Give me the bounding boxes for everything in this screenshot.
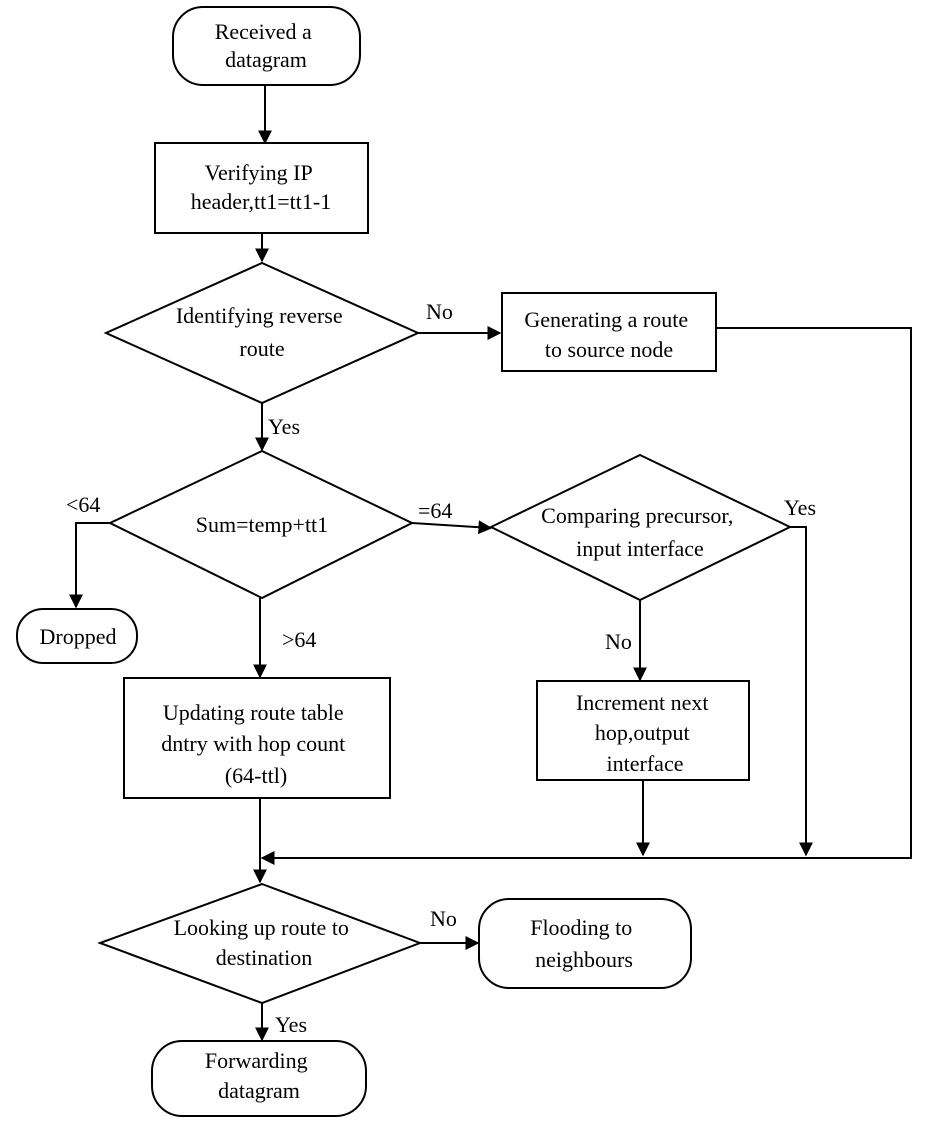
label-identify-no: No — [426, 299, 453, 324]
svg-text:Identifying reverse ro: Identifying reverse route — [176, 303, 348, 361]
node-update-route-table: Updating route table dntry with hop coun… — [123, 677, 391, 799]
svg-text:Verifying IP header,tt: Verifying IP header,tt1=tt1-1 — [191, 160, 331, 214]
edge-sum-eq64-to-compare — [411, 520, 493, 535]
label-sum-eq64: =64 — [418, 498, 452, 523]
label-lookup-no: No — [430, 906, 457, 931]
node-forwarding-datagram: Forwarding datagram — [151, 1040, 367, 1117]
node-generate-route: Generating a route to source node — [501, 292, 717, 372]
svg-text:Generating a route to: Generating a route to source node — [524, 307, 693, 362]
edge-sum-lt64-to-dropped — [69, 522, 110, 609]
node-flooding-neighbours: Flooding to neighbours — [478, 898, 692, 989]
svg-text:Flooding to neighbours: Flooding to neighbours — [530, 915, 638, 972]
edge-compare-yes-to-merge — [790, 526, 813, 857]
label-lookup-yes: Yes — [275, 1012, 307, 1037]
edge-generate-to-merge — [260, 327, 912, 865]
svg-text:Looking up route to de: Looking up route to destination — [174, 915, 355, 970]
node-verify-ip-header: Verifying IP header,tt1=tt1-1 — [154, 142, 369, 234]
svg-text:Forwarding datagram: Forwarding datagram — [205, 1048, 313, 1103]
node-identify-reverse-route: Identifying reverse route — [103, 261, 421, 405]
node-received-datagram: Received a datagram — [172, 6, 361, 86]
svg-text:Increment next hop,out: Increment next hop,output interface — [576, 690, 714, 776]
svg-text:Received a datagram: Received a datagram — [215, 19, 318, 72]
svg-text:Sum=temp+tt1: Sum=temp+tt1 — [196, 512, 328, 537]
node-compare-precursor: Comparing precursor, input interface — [488, 453, 793, 602]
svg-text:Dropped: Dropped — [40, 624, 117, 649]
node-dropped: Dropped — [16, 608, 138, 664]
label-identify-yes: Yes — [268, 414, 300, 439]
svg-text:Updating route table d: Updating route table dntry with hop coun… — [161, 700, 350, 788]
label-sum-gt64: >64 — [282, 627, 316, 652]
node-lookup-route: Looking up route to destination — [97, 882, 423, 1005]
svg-text:Comparing precursor, i: Comparing precursor, input interface — [541, 503, 739, 561]
label-sum-lt64: <64 — [66, 492, 100, 517]
node-sum-temp-ttl: Sum=temp+tt1 — [107, 449, 415, 600]
node-increment-next-hop: Increment next hop,output interface — [536, 680, 750, 781]
label-compare-no: No — [605, 629, 632, 654]
label-compare-yes: Yes — [784, 495, 816, 520]
